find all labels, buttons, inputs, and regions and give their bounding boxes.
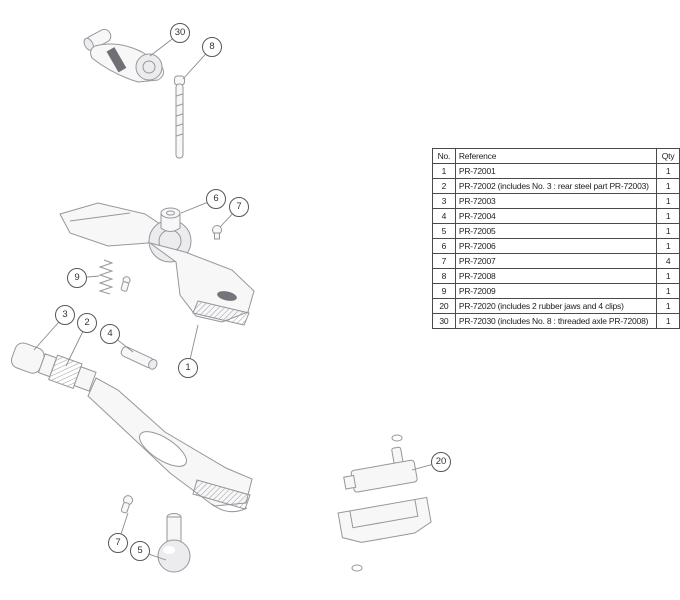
table-cell: PR-72002 (includes No. 3 : rear steel pa… [454,178,658,194]
table-cell: PR-72030 (includes No. 8 : threaded axle… [454,313,658,329]
leader-line-7 [219,213,233,228]
leader-line-5 [149,553,167,561]
table-header-0: No. [432,148,456,164]
table-cell: 1 [656,268,680,284]
table-cell: 1 [656,193,680,209]
table-cell: 4 [656,253,680,269]
leader-line-30 [149,38,173,57]
part-rubber-jaws [337,434,432,572]
part-handle-assembly [10,342,253,513]
table-cell: 1 [656,178,680,194]
table-cell: 1 [656,283,680,299]
leader-line-9 [86,275,100,278]
callout-balloon-7: 7 [108,533,128,553]
table-cell: 20 [432,298,456,314]
leader-line-7 [120,512,129,534]
leader-lines [33,38,432,561]
leader-line-4 [117,339,134,353]
leader-line-6 [180,202,207,214]
table-cell: PR-72020 (includes 2 rubber jaws and 4 c… [454,298,658,314]
table-cell: 1 [656,238,680,254]
table-cell: 6 [432,238,456,254]
leader-line-8 [182,54,206,80]
callout-balloon-7: 7 [229,197,249,217]
table-cell: 1 [656,223,680,239]
table-cell: PR-72005 [454,223,658,239]
part-ball-foot [157,513,191,573]
leader-line-2 [65,331,84,367]
part-screw-bottom [120,495,134,514]
callout-balloon-8: 8 [202,37,222,57]
table-cell: PR-72009 [454,283,658,299]
table-cell: 9 [432,283,456,299]
callout-balloon-1: 1 [178,358,198,378]
part-threaded-axle [174,75,185,159]
callout-balloon-3: 3 [55,305,75,325]
part-main-body [59,202,255,326]
table-cell: PR-72008 [454,268,658,284]
table-cell: 1 [656,313,680,329]
table-cell: 8 [432,268,456,284]
table-cell: 1 [432,163,456,179]
table-cell: 1 [656,298,680,314]
table-cell: PR-72003 [454,193,658,209]
callout-balloon-9: 9 [67,268,87,288]
leader-line-20 [411,464,432,471]
callout-balloon-6: 6 [206,189,226,209]
table-header-2: Qty [656,148,680,164]
table-cell: 4 [432,208,456,224]
table-header-1: Reference [454,148,658,164]
leader-line-3 [33,322,59,351]
callout-balloon-30: 30 [170,23,190,43]
leader-line-1 [189,324,199,359]
table-cell: PR-72001 [454,163,658,179]
table-cell: 5 [432,223,456,239]
table-cell: PR-72006 [454,238,658,254]
table-cell: 2 [432,178,456,194]
callout-balloon-4: 4 [100,324,120,344]
table-cell: 30 [432,313,456,329]
table-cell: 1 [656,208,680,224]
table-cell: PR-72004 [454,208,658,224]
callout-balloon-20: 20 [431,452,451,472]
table-cell: 7 [432,253,456,269]
callout-balloon-2: 2 [77,313,97,333]
table-cell: 3 [432,193,456,209]
table-cell: 1 [656,163,680,179]
table-cell: PR-72007 [454,253,658,269]
callout-balloon-5: 5 [130,541,150,561]
part-lever-assembly [83,28,164,83]
